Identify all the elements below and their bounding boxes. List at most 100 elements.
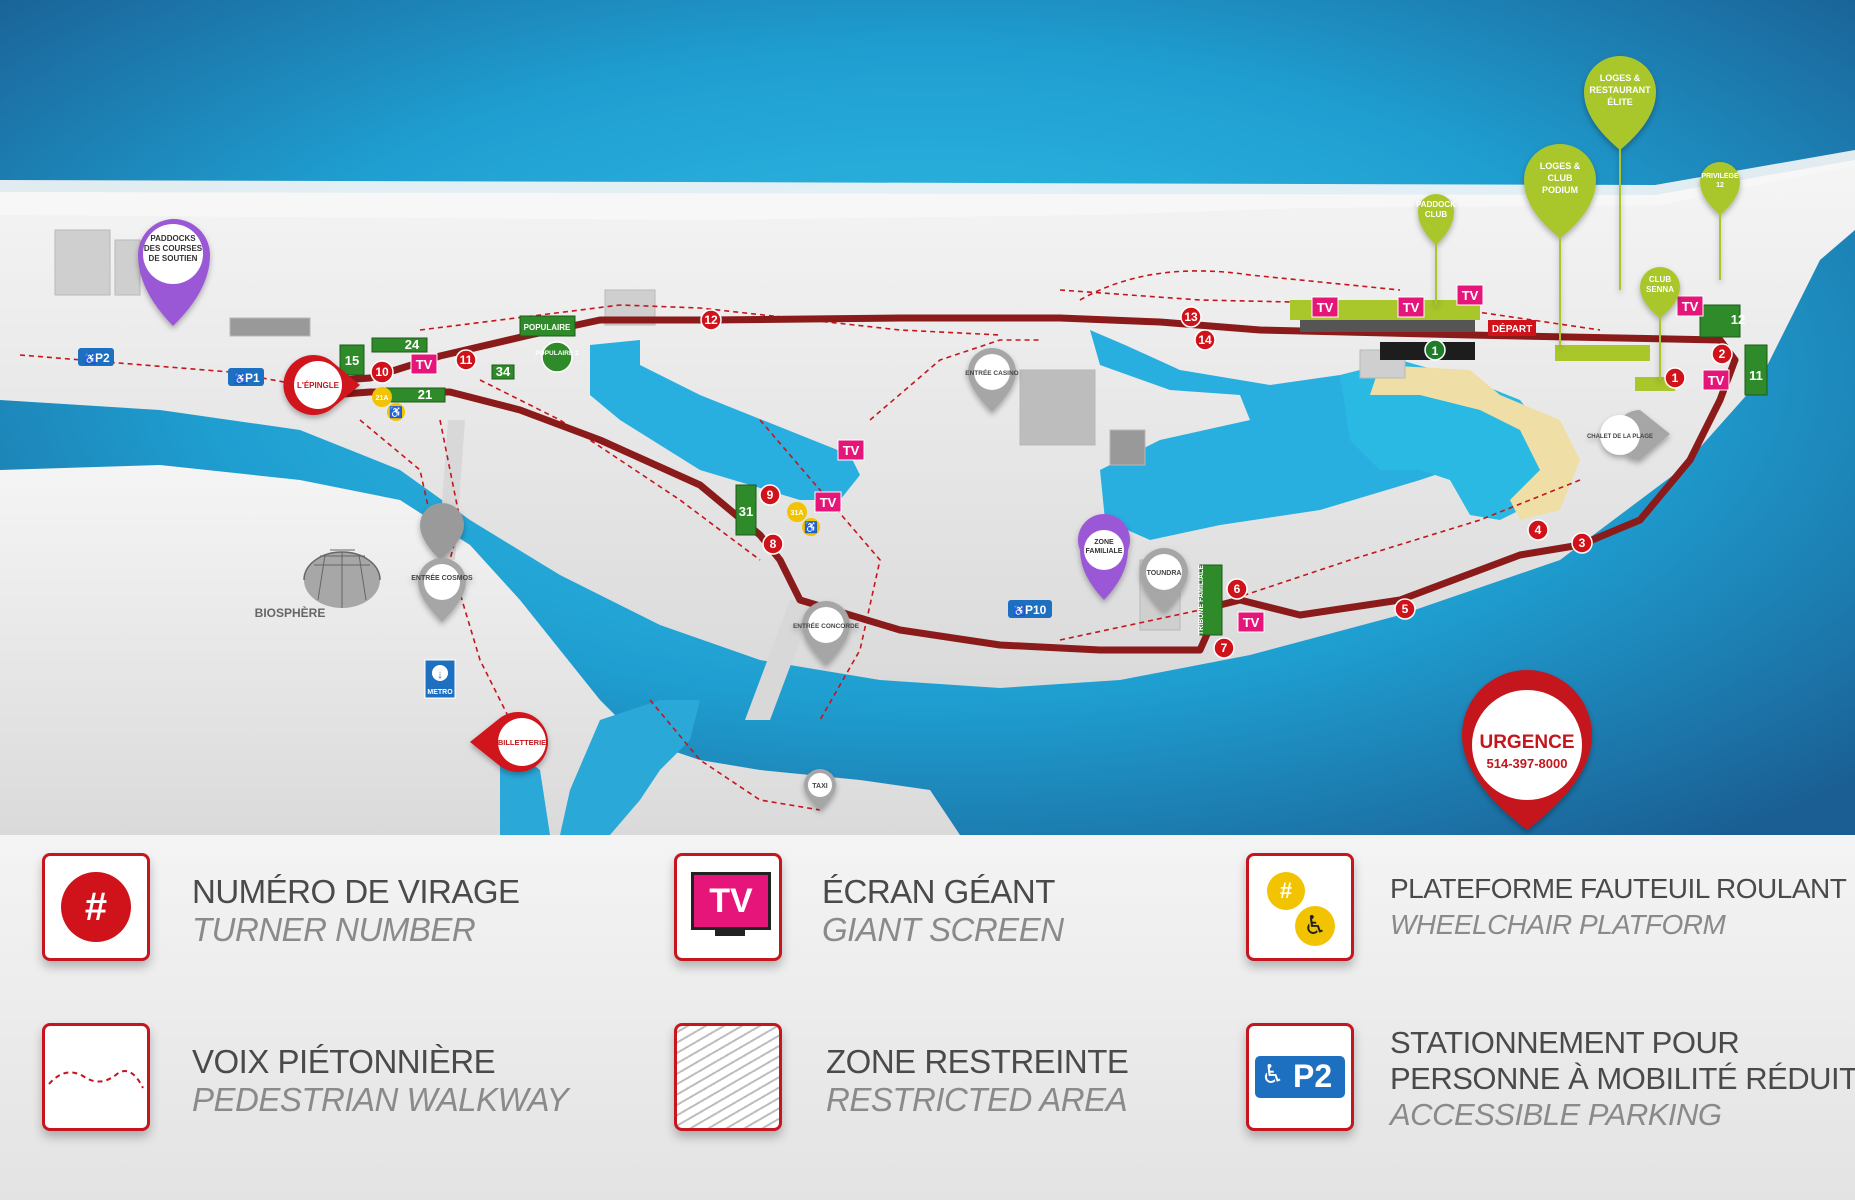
- pin-toundra: TOUNDRA: [1140, 548, 1188, 612]
- pin-chalet-plage: CHALET DE LA PLAGE: [1587, 410, 1670, 460]
- purple-pins: PADDOCKS DES COURSES DE SOUTIEN ZONE FAM…: [138, 219, 1131, 600]
- svg-text:P10: P10: [1025, 603, 1047, 617]
- turn-6: 6: [1226, 578, 1248, 600]
- pin-loges-restaurant-elite: LOGES & RESTAURANT ÉLITE: [1584, 56, 1656, 290]
- svg-text:♿: ♿: [234, 372, 246, 385]
- pin-taxi: TAXI: [804, 769, 836, 810]
- pin-epingle: L'ÉPINGLE: [283, 355, 360, 416]
- turn-12: 12: [700, 309, 722, 331]
- pin-loges-club-podium: LOGES & CLUB PODIUM: [1524, 144, 1596, 345]
- tv-icon: TV: [1397, 296, 1425, 318]
- svg-text:6: 6: [1234, 582, 1241, 596]
- turn-2: 2: [1711, 343, 1733, 365]
- svg-text:P1: P1: [245, 371, 260, 385]
- legend-walkway-en: PEDESTRIAN WALKWAY: [192, 1081, 569, 1118]
- parking-p2: ♿P2: [78, 348, 114, 366]
- pin-zone-familiale: ZONE FAMILIALE: [1078, 514, 1131, 600]
- red-pins: L'ÉPINGLE BILLETTERIE: [283, 355, 549, 772]
- wheelchair-icon: ♿: [804, 521, 818, 534]
- turn-13: 13: [1180, 306, 1202, 328]
- tv-screens: TV TV TV TV TV TV TV TV TV: [410, 284, 1730, 633]
- tv-icon: TV: [1676, 295, 1704, 317]
- pin-billetterie: BILLETTERIE: [470, 712, 549, 772]
- svg-text:TV: TV: [1317, 300, 1334, 315]
- biosphere-dome: [303, 549, 381, 608]
- biosphere-label: BIOSPHÈRE: [255, 605, 326, 620]
- svg-text:21A: 21A: [376, 395, 389, 402]
- legend-parking-box: ♿ P2: [1246, 1023, 1354, 1131]
- svg-text:METRO: METRO: [427, 689, 453, 696]
- svg-text:14: 14: [1198, 333, 1212, 347]
- pin-entree-cosmos: ENTRÉE COSMOS: [411, 503, 473, 622]
- stand-11: 11: [1749, 368, 1763, 383]
- pin-paddock-club: PADDOCK CLUB: [1416, 194, 1456, 305]
- populaire-label: POPULAIRE: [524, 323, 571, 332]
- bridge-concorde: [745, 600, 815, 720]
- stand-populaire: POPULAIRE: [519, 315, 576, 337]
- svg-text:TV: TV: [1243, 615, 1260, 630]
- parking-p10: ♿P10: [1008, 600, 1052, 618]
- island-notre-dame: [0, 160, 1855, 688]
- svg-text:TAXI: TAXI: [812, 783, 827, 790]
- legend-wheelchair-fr: PLATEFORME FAUTEUIL ROULANT: [1390, 873, 1847, 904]
- turn-11: 11: [455, 349, 477, 371]
- tv-icon: TV: [1456, 284, 1484, 306]
- svg-text:10: 10: [375, 365, 389, 379]
- svg-text:ENTRÉE CASINO: ENTRÉE CASINO: [965, 368, 1018, 377]
- turn-5: 5: [1394, 598, 1416, 620]
- svg-text:DÉPART: DÉPART: [1492, 322, 1532, 335]
- wheelchair-icon: ♿: [1295, 906, 1335, 946]
- svg-text:CHALET DE LA PLAGE: CHALET DE LA PLAGE: [1587, 434, 1653, 440]
- turn-number-icon: #: [61, 872, 131, 942]
- tribune-familiale-label: TRIBUNE FAMILIALE: [1198, 565, 1205, 635]
- parking-p2-label: P2: [1293, 1058, 1333, 1094]
- legend-screen-box: TV: [674, 853, 782, 961]
- urgence-phone: 514-397-8000: [1487, 756, 1568, 771]
- urgence-title: URGENCE: [1479, 732, 1574, 753]
- svg-text:3: 3: [1579, 536, 1586, 550]
- populaire-2-label: POPULAIRE 2: [535, 350, 579, 357]
- accessible-parkings: ♿P2 ♿P1 ♿P10: [78, 348, 1052, 618]
- turn-4: 4: [1527, 519, 1549, 541]
- svg-text:4: 4: [1535, 523, 1542, 537]
- lime-pins: PADDOCK CLUB LOGES & CLUB PODIUM LOGES &…: [1416, 56, 1740, 380]
- legend-walkway-fr: VOIX PIÉTONNIÈRE: [192, 1043, 496, 1080]
- legend-restricted-box: [674, 1023, 782, 1131]
- wheelchair-platform-31a: 31A ♿: [787, 502, 820, 536]
- metro-station: ↓ METRO: [424, 659, 456, 699]
- legend-turn-fr: NUMÉRO DE VIRAGE: [192, 873, 520, 910]
- walkway-icon: [48, 1070, 144, 1089]
- svg-text:L'ÉPINGLE: L'ÉPINGLE: [297, 381, 340, 390]
- urgence-pin: URGENCE 514-397-8000: [1462, 670, 1592, 830]
- legend-restricted-en: RESTRICTED AREA: [826, 1081, 1128, 1118]
- wheelchair-icon: ♿: [1261, 1060, 1285, 1090]
- legend-parking-fr-1: STATIONNEMENT POUR: [1390, 1025, 1740, 1060]
- basin-olympic: [1090, 330, 1480, 540]
- legend-screen-en: GIANT SCREEN: [822, 911, 1064, 948]
- turn-1: 1: [1664, 367, 1686, 389]
- wheelchair-platform-21a: 21A ♿: [372, 387, 405, 421]
- beach-sand: [1370, 365, 1580, 520]
- pin-entree-concorde: ENTRÉE CONCORDE: [793, 601, 860, 665]
- legend-turn-box: #: [42, 853, 150, 961]
- turn-14: 14: [1194, 329, 1216, 351]
- stand-21: 21: [418, 387, 432, 402]
- turn-markers: 1 2 3 4 5 6 7 8 9 10 11 12 13 14: [370, 306, 1733, 659]
- svg-text:7: 7: [1221, 641, 1228, 655]
- accessible-parking-icon: ♿ P2: [1255, 1056, 1345, 1098]
- svg-text:TV: TV: [1708, 373, 1725, 388]
- svg-text:TV: TV: [1403, 300, 1420, 315]
- legend-parking-en: ACCESSIBLE PARKING: [1390, 1097, 1722, 1132]
- tv-icon: TV: [1702, 369, 1730, 391]
- svg-text:ENTRÉE COSMOS: ENTRÉE COSMOS: [411, 573, 473, 582]
- svg-text:TV: TV: [1682, 299, 1699, 314]
- pin-club-senna: CLUB SENNA: [1640, 267, 1680, 380]
- circuit-map: 15 24 21 34 31 12 11 1 POPULAIRE POPULAI…: [0, 0, 1855, 835]
- legend-restricted-fr: ZONE RESTREINTE: [826, 1043, 1129, 1080]
- legend-walkway-box: [42, 1023, 150, 1131]
- tv-icon: TV: [691, 872, 771, 930]
- svg-text:9: 9: [767, 488, 774, 502]
- svg-text:ENTRÉE CONCORDE: ENTRÉE CONCORDE: [793, 621, 860, 630]
- basin-west: [590, 340, 860, 500]
- turn-8: 8: [762, 533, 784, 555]
